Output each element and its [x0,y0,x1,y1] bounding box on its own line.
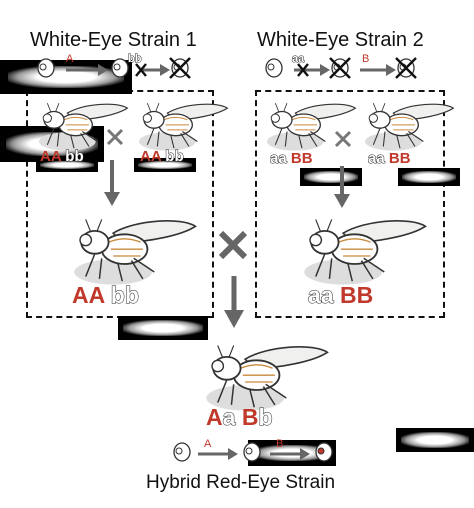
strain-1-parent-2-genotype: AA bb [140,148,184,166]
strain-1-title: White-Eye Strain 1 [30,29,197,51]
redaction-box [134,158,196,172]
hybrid-genotype: Aa Bb [206,404,273,431]
down-arrow-icon [334,166,350,208]
hybrid-title: Hybrid Red-Eye Strain [146,472,336,493]
strain-2-pathway [265,54,434,84]
strain-2-box [255,90,445,318]
hybrid-enzyme-a: A [204,438,212,450]
fly-head-icon [243,442,261,462]
strain-2-parent-fly-2 [364,102,455,152]
down-arrow-icon [104,160,120,206]
strain-1-offspring-fly [73,218,197,286]
cross-icon [218,230,248,260]
fly-head-icon [111,58,129,78]
blocked-fly-icon [330,58,350,78]
cross-icon [106,128,124,146]
redaction-box [300,168,362,186]
fly-head-icon [173,442,191,462]
strain-2-enzyme-a: aa [291,53,305,66]
redaction-box [118,316,208,340]
strain-2-title: White-Eye Strain 2 [257,29,424,51]
strain-1-enzyme-b: bb [127,53,142,66]
strain-1-pathway [37,54,206,84]
hybrid-pathway [173,442,333,462]
strain-1-parent-1-genotype: AA bb [40,148,84,166]
hybrid-fly [205,344,329,412]
down-arrow-icon [224,276,244,328]
strain-2-enzyme-b: B [362,53,370,65]
strain-1-parent-fly-2 [138,102,229,152]
hybrid-enzyme-b: B [276,438,284,450]
fly-head-icon [265,58,283,78]
strain-2-parent-2-genotype: aa BB [368,150,411,168]
redaction-box [36,158,98,172]
fly-head-icon [37,58,55,78]
strain-2-parent-1-genotype: aa BB [270,150,313,168]
strain-2-offspring-fly [303,218,427,286]
redaction-box [0,60,132,94]
blocked-fly-icon [170,58,190,78]
strain-1-enzyme-a: A [66,53,74,65]
strain-2-offspring-genotype: aa BB [308,282,374,309]
cross-icon [334,130,352,148]
red-eye-fly-icon [315,442,333,462]
strain-1-offspring-genotype: AA bb [72,282,139,309]
redaction-box [396,428,474,452]
blocked-fly-icon [396,58,416,78]
redaction-box [398,168,460,186]
